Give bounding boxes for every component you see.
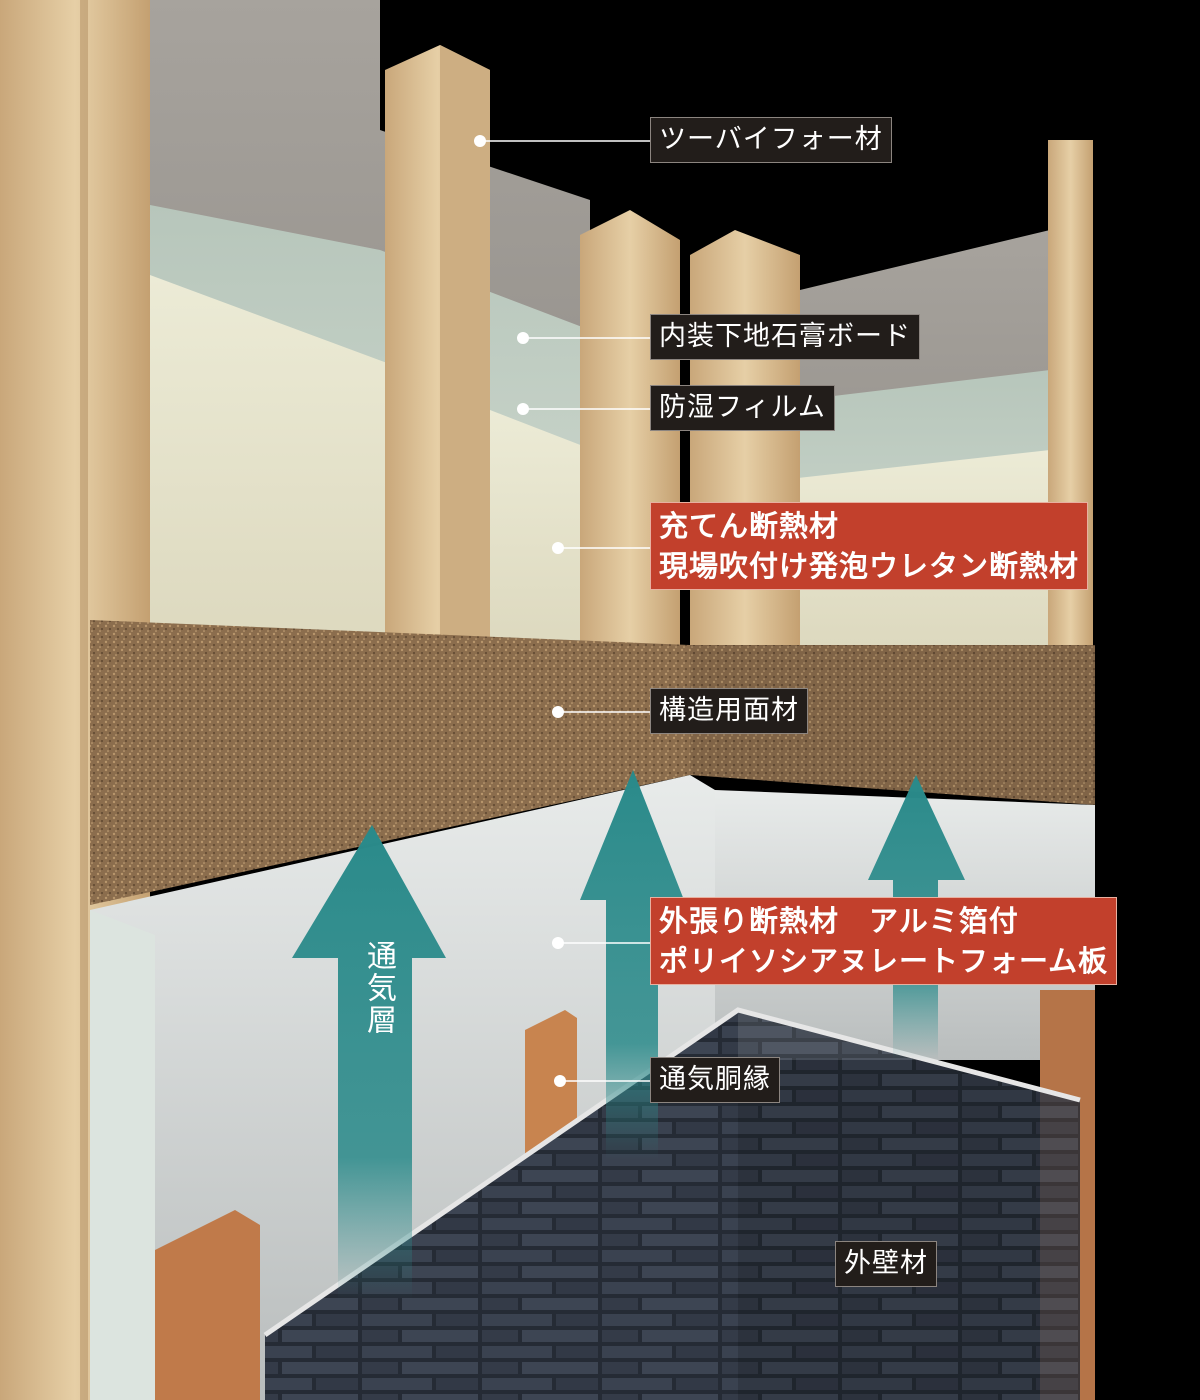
label-exterior-insulation-line2: ポリイソシアヌレートフォーム板 [659,944,1109,978]
label-gypsum-board: 内装下地石膏ボード [650,314,920,360]
label-fill-insulation-line2: 現場吹付け発泡ウレタン断熱材 [659,549,1080,583]
label-fill-insulation: 充てん断熱材 現場吹付け発泡ウレタン断熱材 [650,502,1089,590]
label-furring-strip: 通気胴縁 [650,1057,780,1103]
airflow-arrow-left [292,825,446,1300]
label-structural-panel: 構造用面材 [650,688,808,734]
foil-insulation-board-edge [90,910,155,1400]
label-two-by-four: ツーバイフォー材 [650,117,892,163]
label-air-layer: 通気層 [361,940,396,1036]
structural-panel-right [690,645,1095,805]
label-exterior-wall: 外壁材 [835,1241,937,1287]
leader-lines [480,140,650,1082]
spray-foam-insulation [150,275,460,640]
leader-dots [474,135,566,1087]
label-exterior-insulation: 外張り断熱材 アルミ箔付 ポリイソシアヌレートフォーム板 [650,897,1118,985]
label-fill-insulation-line1: 充てん断熱材 [659,509,840,543]
label-exterior-insulation-line1: 外張り断熱材 アルミ箔付 [659,904,1019,938]
label-vapor-film: 防湿フィルム [650,385,835,431]
structural-panel [90,620,690,905]
furring-strip-front [155,1210,260,1400]
exterior-wall-right [738,1010,1080,1400]
